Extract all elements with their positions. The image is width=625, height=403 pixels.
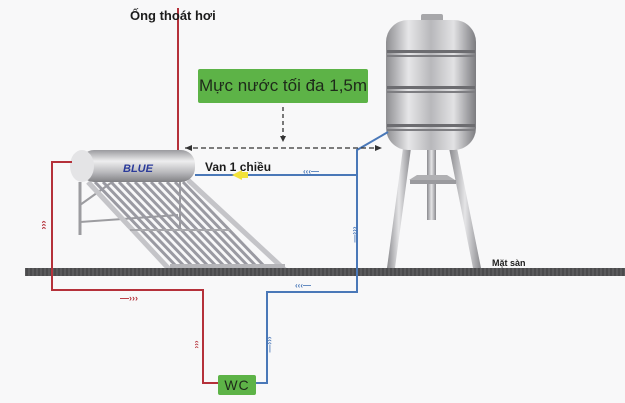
flow-arrow-hot-right: —›››: [120, 293, 138, 303]
floor-label: Mặt sàn: [492, 258, 526, 268]
flow-arrow-cold-floor: ‹‹‹—: [295, 281, 311, 290]
flow-arrow-hot-wc: ‹‹‹: [192, 340, 202, 349]
flow-arrow-cold-top: ‹‹‹—: [303, 167, 319, 176]
flow-arrow-cold-wc: ‹‹‹—: [265, 336, 275, 353]
water-storage-tank: [386, 14, 476, 150]
floor-slab: [25, 268, 625, 276]
cold-water-pipe: [195, 131, 389, 384]
max-level-indicator: [185, 107, 382, 151]
max-water-level-text: Mực nước tối đa 1,5m: [198, 76, 368, 95]
check-valve-label: Van 1 chiều: [205, 160, 272, 174]
check-valve-icon: [232, 170, 242, 180]
flow-arrow-hot-down: ‹‹‹: [39, 220, 50, 230]
hot-water-pipe: [51, 8, 218, 384]
flow-arrow-cold-down: ‹‹‹—: [350, 226, 360, 243]
max-water-level-label: Mực nước tối đa 1,5m: [198, 69, 368, 103]
wc-box: WC: [218, 375, 256, 395]
brand-logo: BLUE: [123, 163, 154, 175]
tank-stand: [387, 148, 481, 268]
vent-pipe-label: Ống thoát hơi: [130, 8, 216, 23]
wc-label: WC: [224, 377, 250, 393]
solar-collector: [70, 150, 287, 272]
